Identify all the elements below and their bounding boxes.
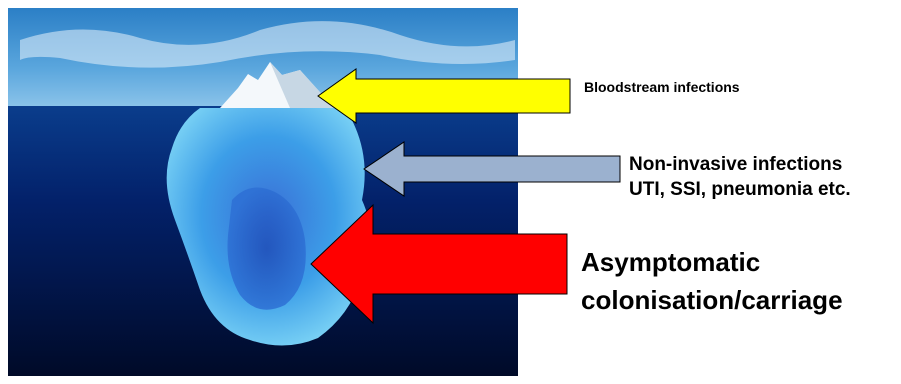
bottom-label-line2: colonisation/carriage	[581, 281, 843, 319]
tip-label: Bloodstream infections	[584, 79, 740, 95]
bottom-label: Asymptomatic colonisation/carriage	[581, 243, 843, 319]
middle-label: Non-invasive infections UTI, SSI, pneumo…	[629, 152, 851, 202]
middle-label-line2: UTI, SSI, pneumonia etc.	[629, 177, 851, 202]
middle-label-line1: Non-invasive infections	[629, 152, 851, 177]
bottom-label-line1: Asymptomatic	[581, 243, 843, 281]
